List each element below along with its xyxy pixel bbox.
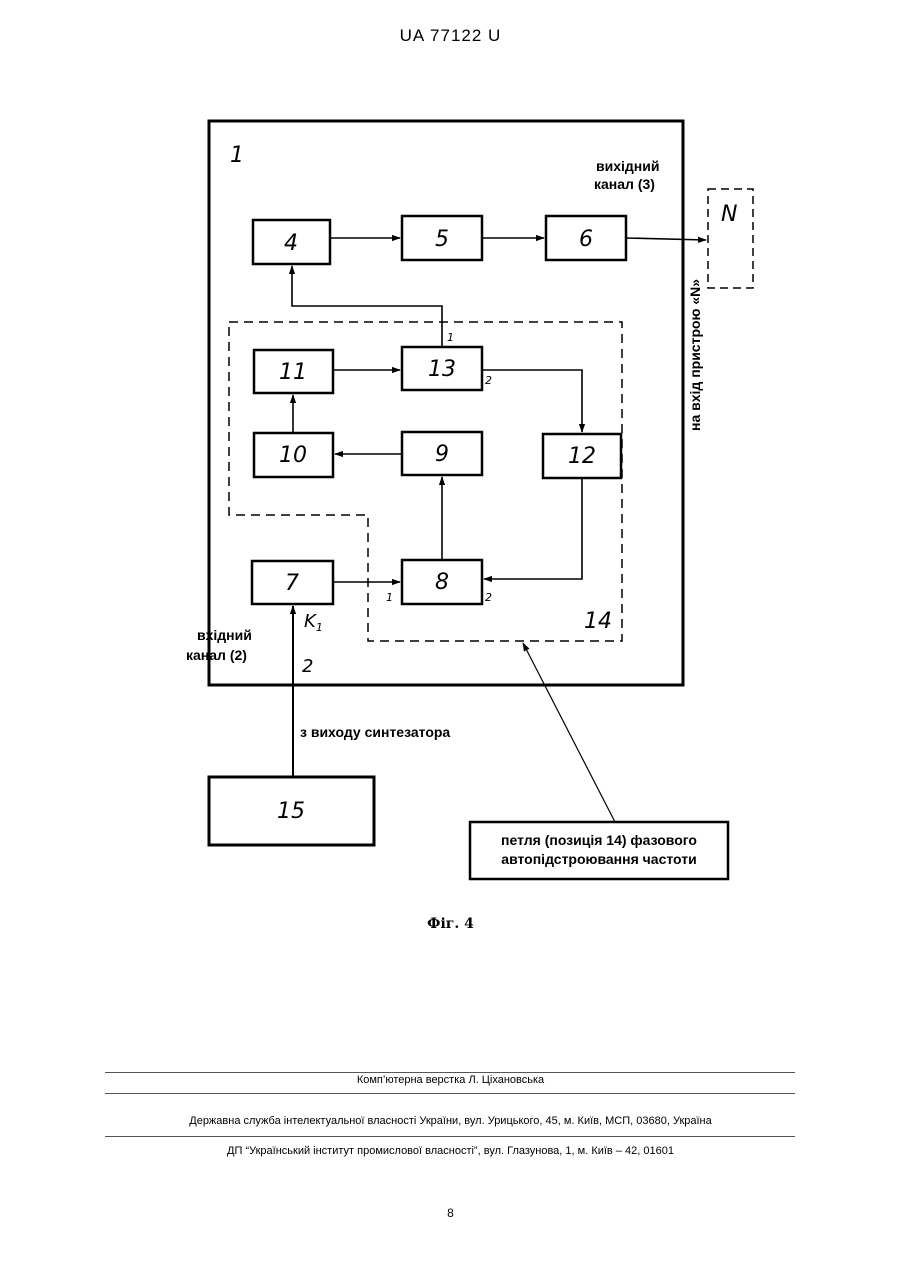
output-channel-label-1: вихідний: [596, 158, 659, 174]
loop-caption-line2: автопідстроювання частоти: [501, 851, 696, 867]
from-synth-label: з виходу синтезатора: [300, 724, 450, 740]
block-13: 13: [402, 347, 482, 390]
block-6: 6: [546, 216, 626, 260]
svg-text:7: 7: [285, 571, 299, 596]
block-12: 12: [543, 434, 621, 478]
svg-text:12: 12: [568, 444, 596, 469]
svg-text:5: 5: [435, 227, 449, 252]
svg-text:15: 15: [277, 799, 305, 824]
footer-divider-3: [105, 1136, 795, 1137]
footer-divider-2: [105, 1093, 795, 1094]
port-13-out2: 2: [485, 374, 492, 387]
arrow-13-to-4: [292, 266, 442, 347]
block-15: 15: [209, 777, 374, 845]
svg-text:13: 13: [428, 357, 456, 382]
external-device-label: N: [721, 202, 737, 227]
to-device-input-label: на вхід пристрою «N»: [687, 279, 703, 431]
block-10: 10: [254, 433, 333, 477]
input-number: 2: [302, 656, 313, 677]
arrow-12-to-8: [484, 478, 582, 579]
output-channel-label-2: канал (3): [594, 176, 655, 192]
input-channel-label-2: канал (2): [186, 647, 247, 663]
svg-text:10: 10: [279, 443, 307, 468]
svg-text:9: 9: [435, 442, 449, 467]
loop-number: 14: [584, 609, 612, 634]
svg-text:4: 4: [284, 231, 298, 256]
block-4: 4: [253, 220, 330, 264]
port-8-in1: 1: [386, 591, 393, 604]
footer-divider-1: [105, 1072, 795, 1073]
svg-text:11: 11: [279, 360, 307, 385]
block-5: 5: [402, 216, 482, 260]
arrow-6-to-n: [626, 238, 706, 240]
block-9: 9: [402, 432, 482, 475]
arrow-13-to-12: [482, 370, 582, 432]
institute-address: ДП “Український інститут промислової вла…: [0, 1145, 901, 1157]
block-11: 11: [254, 350, 333, 393]
page-number: 8: [0, 1206, 901, 1220]
layout-credit: Комп’ютерна верстка Л. Ціхановська: [0, 1074, 901, 1086]
svg-text:8: 8: [435, 570, 449, 595]
svg-text:6: 6: [579, 227, 593, 252]
agency-address: Державна служба інтелектуальної власност…: [0, 1115, 901, 1127]
device-number: 1: [230, 143, 244, 168]
block-8: 8: [402, 560, 482, 604]
block-diagram: 1 N 14 4 5 6 11 13 10 9 12 7 8: [0, 0, 901, 900]
device-frame: [209, 121, 683, 685]
block-7: 7: [252, 561, 333, 604]
loop-caption-line1: петля (позиція 14) фазового: [501, 832, 697, 848]
figure-caption: Фіг. 4: [0, 916, 901, 932]
port-13-out1: 1: [447, 331, 454, 344]
input-channel-label-1: вхідний: [197, 627, 252, 643]
loop-caption-box: петля (позиція 14) фазового автопідстрою…: [470, 822, 728, 879]
port-8-in2: 2: [485, 591, 492, 604]
key-label: K1: [304, 611, 323, 634]
pointer-to-loop: [523, 643, 615, 822]
